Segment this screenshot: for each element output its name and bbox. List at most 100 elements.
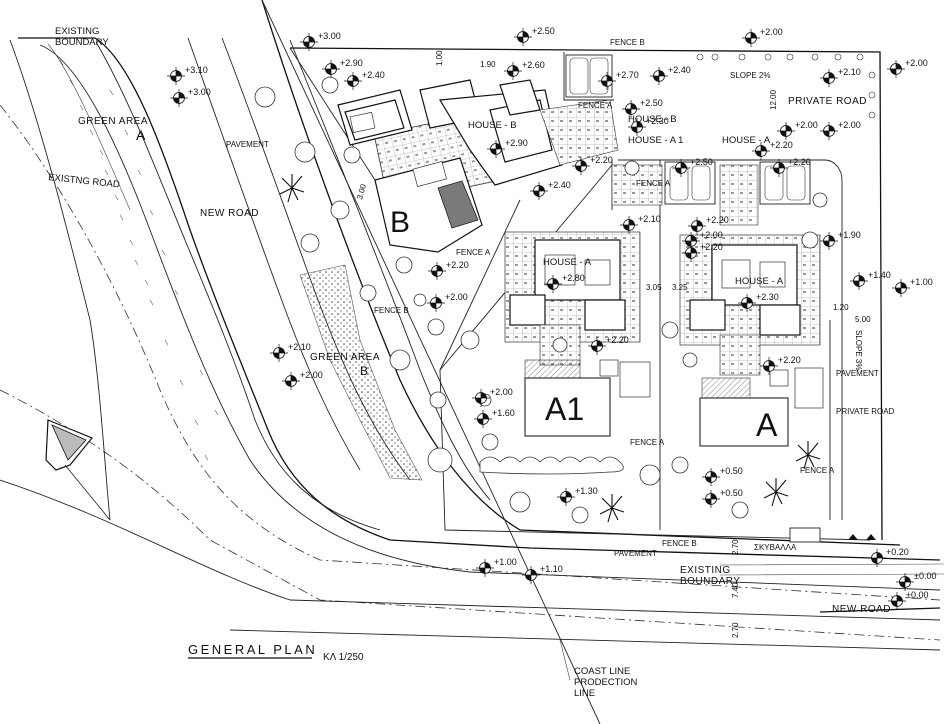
plan-scale: ΚΛ 1/250 bbox=[323, 652, 364, 663]
elevation-marker-20 bbox=[672, 159, 690, 177]
dim-2-70: 2.70 bbox=[731, 539, 740, 555]
elevation-markers bbox=[167, 28, 914, 610]
elev-23: +2.00 bbox=[700, 230, 723, 240]
dim-3-00: 3.00 bbox=[355, 183, 368, 201]
label-existing-boundary-bottom-2: BOUNDARY bbox=[680, 576, 741, 587]
label-house-a1-top: HOUSE - A 1 bbox=[628, 135, 683, 146]
elevation-marker-32 bbox=[282, 372, 300, 390]
elev-29: +1.00 bbox=[910, 277, 933, 287]
label-house-a-top: HOUSE - A bbox=[722, 135, 771, 146]
elev-10: +2.40 bbox=[668, 65, 691, 75]
elevation-marker-21 bbox=[428, 262, 446, 280]
label-house-a-right: HOUSE - A bbox=[735, 276, 784, 287]
elevation-marker-40 bbox=[868, 549, 886, 567]
elevation-marker-38 bbox=[702, 490, 720, 508]
elevation-marker-37 bbox=[702, 468, 720, 486]
plan-title: GENERAL PLAN bbox=[188, 642, 317, 657]
dim-2-70b: 2.70 bbox=[731, 622, 740, 638]
label-new-road-diag: NEW ROAD bbox=[200, 208, 259, 219]
elevation-marker-4 bbox=[167, 67, 185, 85]
elev-1: +2.50 bbox=[532, 26, 555, 36]
elevation-labels: +3.00 +2.50 +2.00 +2.00 +3.10 +3.00 +2.9… bbox=[185, 26, 936, 600]
elev-45: +2.20 bbox=[706, 215, 729, 225]
elevation-marker-5 bbox=[170, 89, 188, 107]
elevation-marker-39 bbox=[557, 488, 575, 506]
elevation-marker-41 bbox=[476, 559, 494, 577]
elevation-marker-0 bbox=[300, 33, 318, 51]
label-house-a-left: HOUSE - A bbox=[543, 257, 592, 268]
elev-37: +0.50 bbox=[720, 466, 743, 476]
label-green-area-b: GREEN AREA bbox=[310, 352, 380, 363]
elevation-marker-7 bbox=[344, 72, 362, 90]
elev-21: +2.20 bbox=[446, 260, 469, 270]
label-coast-line-2: PRODECTION bbox=[574, 677, 637, 688]
elevation-marker-14 bbox=[820, 122, 838, 140]
elevation-marker-13 bbox=[628, 118, 646, 136]
house-a1-block bbox=[504, 231, 651, 437]
elev-4: +3.10 bbox=[185, 65, 208, 75]
elevation-marker-9 bbox=[598, 72, 616, 90]
elevation-marker-19 bbox=[770, 159, 788, 177]
elevation-marker-28 bbox=[850, 272, 868, 290]
elev-28: +1.40 bbox=[868, 270, 891, 280]
elevation-marker-26 bbox=[544, 275, 562, 293]
label-fence-a-2: FENCE A bbox=[578, 101, 613, 110]
elevation-marker-33 bbox=[588, 337, 606, 355]
label-plot-a: A bbox=[756, 407, 778, 443]
elevation-marker-24 bbox=[682, 244, 700, 262]
elevation-marker-35 bbox=[472, 389, 490, 407]
elev-18: +2.40 bbox=[548, 180, 571, 190]
label-fence-a-3: FENCE A bbox=[636, 179, 671, 188]
elev-8: +2.60 bbox=[522, 60, 545, 70]
text-labels: EXISTING BOUNDARY GREEN AREA A EXISTNG R… bbox=[48, 26, 895, 699]
label-house-b-2: HOUSE - B bbox=[628, 114, 677, 125]
elev-41: +1.00 bbox=[494, 557, 517, 567]
elevation-marker-27 bbox=[738, 294, 756, 312]
elevation-marker-18 bbox=[530, 182, 548, 200]
label-house-b-1: HOUSE - B bbox=[468, 120, 517, 131]
elev-22: +2.10 bbox=[638, 214, 661, 224]
elev-15: +2.90 bbox=[505, 138, 528, 148]
elevation-marker-12 bbox=[622, 100, 640, 118]
label-green-area-b-letter: B bbox=[360, 364, 369, 378]
elev-5: +3.00 bbox=[188, 87, 211, 97]
elevation-marker-23 bbox=[682, 232, 700, 250]
label-slope-right: SLOPE 3% bbox=[854, 330, 863, 370]
label-existing-boundary-top-1: EXISTING bbox=[55, 26, 99, 37]
elevation-marker-15 bbox=[487, 140, 505, 158]
label-green-area-a-letter: A bbox=[136, 127, 146, 143]
label-pavement-diag: PAVEMENT bbox=[226, 140, 269, 149]
label-coast-line-1: COAST LINE bbox=[574, 666, 630, 677]
elev-40: +0.20 bbox=[886, 547, 909, 557]
elev-27: +2.30 bbox=[756, 292, 779, 302]
elev-7: +2.40 bbox=[362, 70, 385, 80]
elevation-marker-30 bbox=[427, 294, 445, 312]
elevation-marker-42 bbox=[522, 566, 540, 584]
elev-46: +2.00 bbox=[795, 120, 818, 130]
dim-5-00: 5.00 bbox=[855, 315, 871, 324]
elev-36: +1.60 bbox=[492, 408, 515, 418]
label-fence-a-4: FENCE A bbox=[630, 438, 665, 447]
label-existing-boundary-top-2: BOUNDARY bbox=[55, 37, 109, 48]
elev-25: +1.90 bbox=[838, 230, 861, 240]
elev-32: +2.00 bbox=[300, 370, 323, 380]
elev-6: +2.90 bbox=[340, 58, 363, 68]
dim-12-00: 12.00 bbox=[769, 89, 778, 110]
label-plot-a1: A1 bbox=[545, 391, 584, 427]
house-a-block bbox=[679, 234, 824, 447]
elevation-marker-36 bbox=[474, 410, 492, 428]
label-coast-line-3: LINE bbox=[574, 688, 595, 699]
elevation-marker-3 bbox=[887, 60, 905, 78]
elevation-marker-46 bbox=[777, 122, 795, 140]
dim-7-40: 7.40 bbox=[731, 582, 740, 598]
green-area-b-hatch bbox=[299, 264, 423, 481]
elev-44: ±0.00 bbox=[906, 590, 928, 600]
elev-35: +2.00 bbox=[490, 387, 513, 397]
elevation-marker-8 bbox=[504, 62, 522, 80]
elev-17: +2.20 bbox=[770, 140, 793, 150]
elevation-marker-2 bbox=[742, 29, 760, 47]
elevation-marker-16 bbox=[572, 157, 590, 175]
elevation-marker-22 bbox=[620, 216, 638, 234]
elevation-marker-34 bbox=[760, 357, 778, 375]
